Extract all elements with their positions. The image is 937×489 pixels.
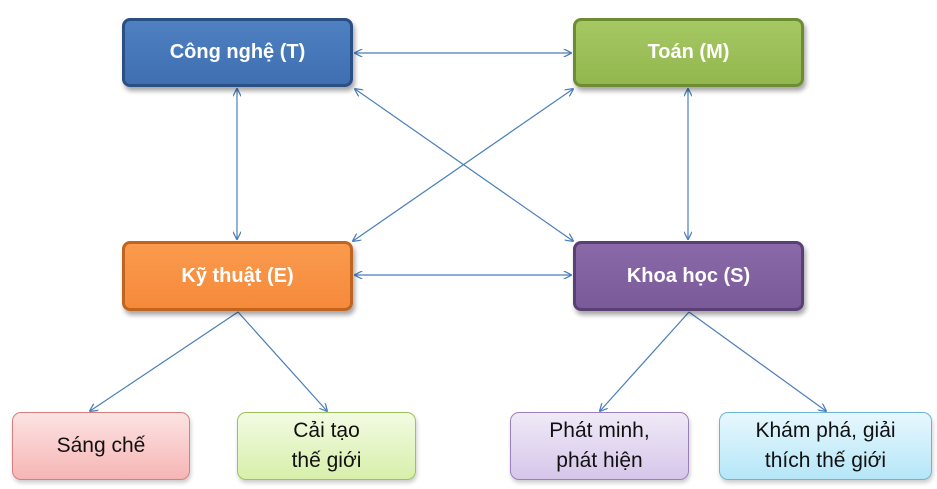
arrow-sci-discovery <box>600 311 690 411</box>
leaf-discovery: Phát minh, phát hiện <box>510 412 689 480</box>
node-engineering: Kỹ thuật (E) <box>122 241 353 311</box>
node-science-label: Khoa học (S) <box>626 264 751 287</box>
leaf-discovery-label: Phát minh, phát hiện <box>549 418 650 472</box>
leaf-invention-label: Sáng chế <box>56 433 146 457</box>
leaf-explore-explain: Khám phá, giải thích thế giới <box>719 412 932 480</box>
arrow-math-eng <box>353 89 573 241</box>
leaf-invention: Sáng chế <box>12 412 190 480</box>
node-engineering-label: Kỹ thuật (E) <box>181 264 294 287</box>
arrow-sci-explore <box>688 311 826 411</box>
leaf-transform-world-label: Cải tạo thế giới <box>291 418 362 472</box>
node-math: Toán (M) <box>573 18 804 87</box>
leaf-transform-world: Cải tạo thế giới <box>237 412 416 480</box>
arrow-eng-transform <box>237 311 327 411</box>
node-science: Khoa học (S) <box>573 241 804 311</box>
node-math-label: Toán (M) <box>647 41 730 63</box>
arrow-eng-invention <box>90 311 239 411</box>
leaf-explore-explain-label: Khám phá, giải thích thế giới <box>755 418 896 472</box>
node-technology: Công nghệ (T) <box>122 18 353 87</box>
node-technology-label: Công nghệ (T) <box>169 41 306 63</box>
